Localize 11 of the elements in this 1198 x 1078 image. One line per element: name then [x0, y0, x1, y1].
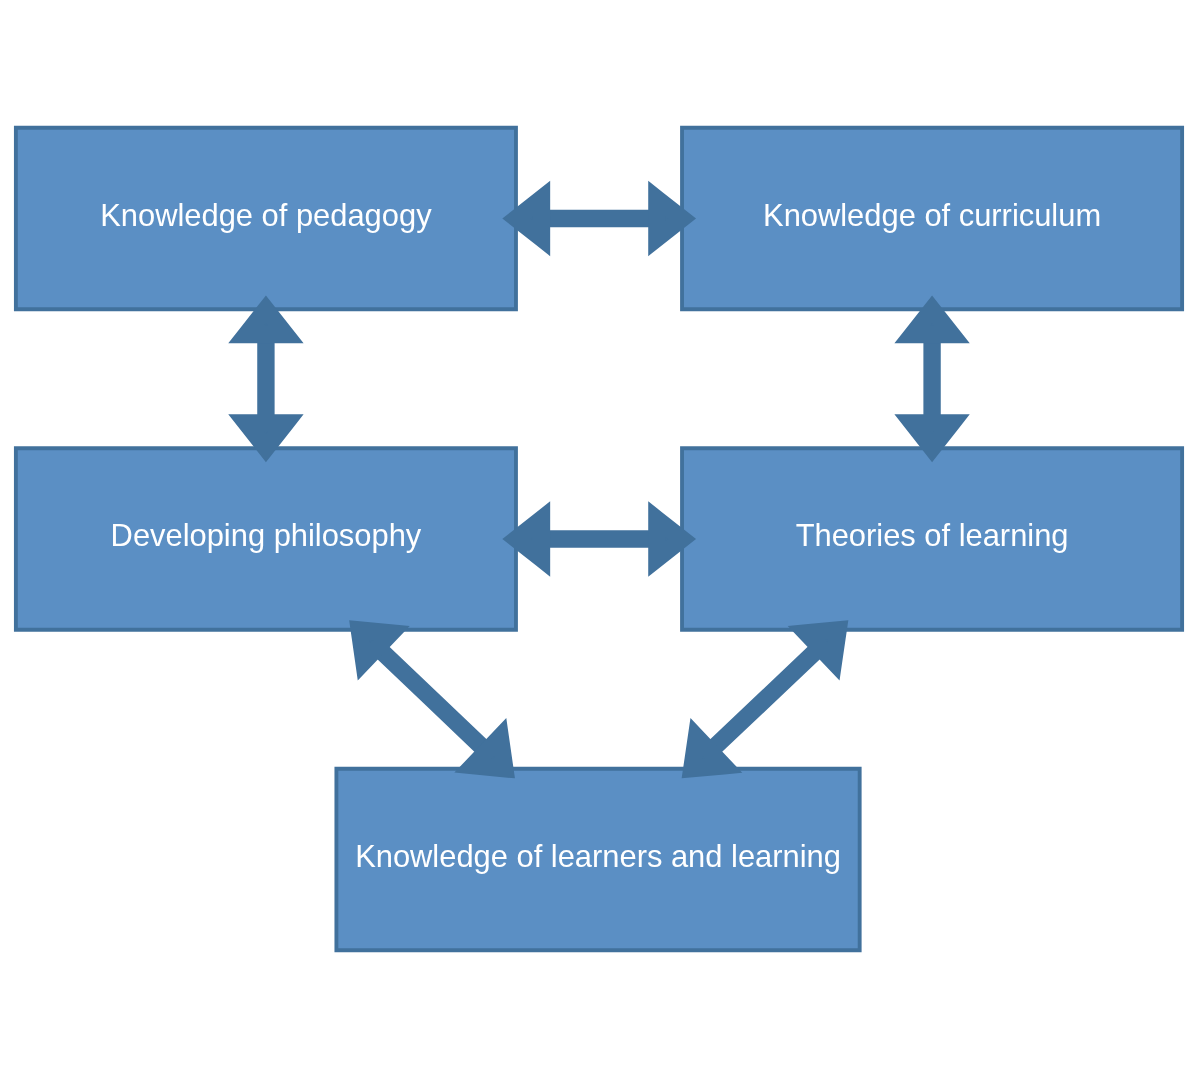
node-box: Knowledge of pedagogy — [13, 125, 518, 312]
arrow — [349, 620, 515, 779]
arrow — [228, 295, 304, 463]
node-box: Knowledge of curriculum — [680, 125, 1185, 312]
arrow — [681, 620, 849, 779]
arrow — [894, 295, 970, 463]
arrow — [502, 180, 697, 257]
node-box: Theories of learning — [680, 446, 1185, 632]
node-box: Developing philosophy — [13, 446, 518, 632]
node-box: Knowledge of learners and learning — [334, 766, 862, 953]
arrow — [502, 501, 697, 577]
